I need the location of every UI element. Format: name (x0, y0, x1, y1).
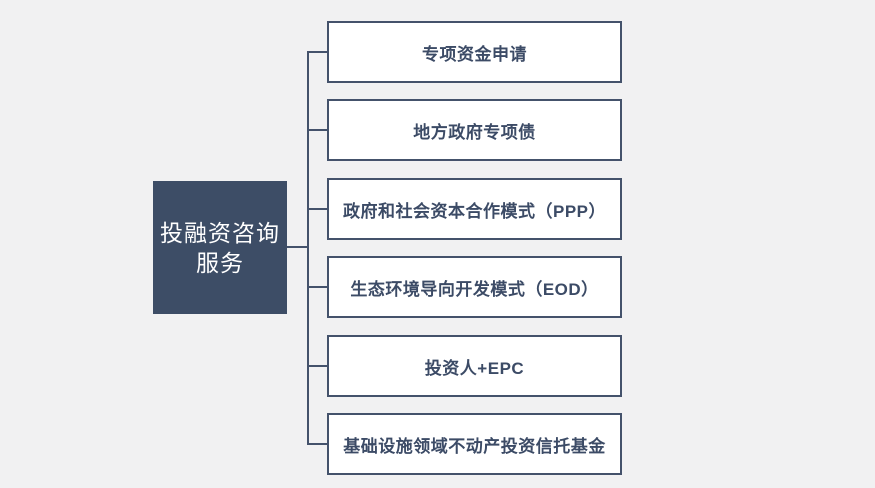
connector-branch-6 (307, 443, 328, 445)
branch-node-label: 投资人+EPC (424, 358, 525, 378)
branch-node-eod-model: 生态环境导向开发模式（EOD） (327, 256, 622, 318)
branch-node-ppp-model: 政府和社会资本合作模式（PPP） (327, 178, 622, 240)
connector-branch-1 (307, 51, 328, 53)
root-node: 投融资咨询 服务 (153, 181, 287, 314)
connector-root-stub (287, 246, 309, 248)
connector-branch-3 (307, 208, 328, 210)
branch-node-label: 基础设施领域不动产投资信托基金 (343, 436, 606, 456)
connector-branch-2 (307, 129, 328, 131)
branch-node-local-gov-special-bonds: 地方政府专项债 (327, 99, 622, 161)
connector-branch-5 (307, 365, 328, 367)
root-node-label-line2: 服务 (196, 249, 244, 276)
connector-trunk (307, 51, 309, 445)
branch-node-label: 地方政府专项债 (413, 122, 536, 142)
branch-node-label: 生态环境导向开发模式（EOD） (350, 279, 599, 299)
branch-node-label: 政府和社会资本合作模式（PPP） (342, 201, 607, 221)
branch-node-special-fund-application: 专项资金申请 (327, 21, 622, 83)
branch-node-investor-plus-epc: 投资人+EPC (327, 335, 622, 397)
branch-node-infrastructure-reits: 基础设施领域不动产投资信托基金 (327, 413, 622, 475)
connector-branch-4 (307, 286, 328, 288)
branch-node-label: 专项资金申请 (422, 44, 527, 64)
root-node-label-line1: 投融资咨询 (160, 219, 280, 246)
